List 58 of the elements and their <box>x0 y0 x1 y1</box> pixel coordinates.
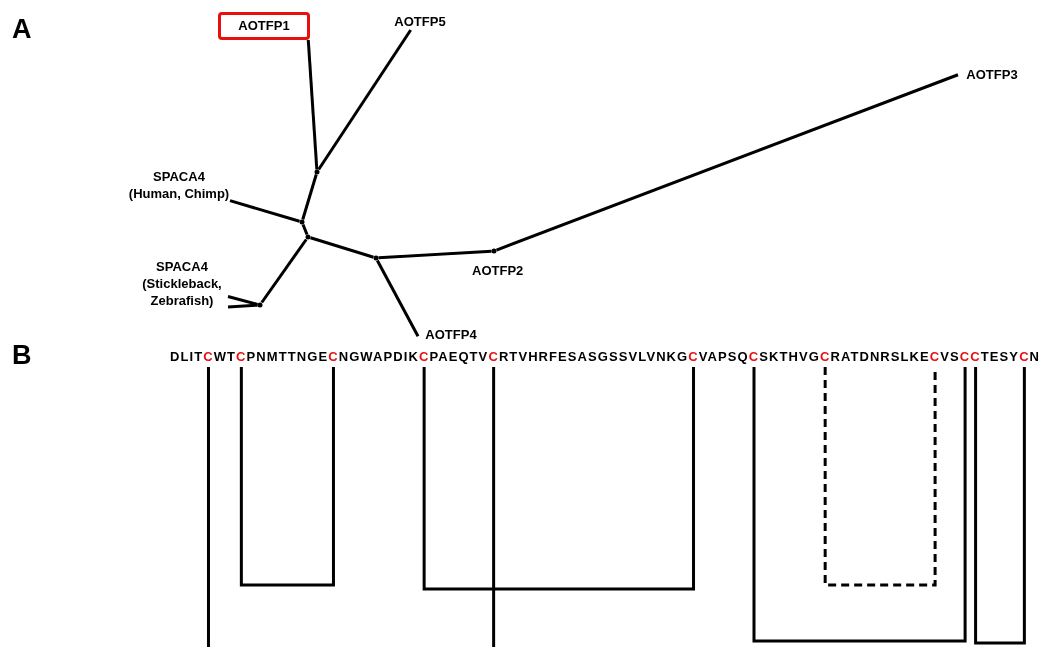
taxon-label: AOTFP5 <box>387 13 453 30</box>
tree-branch <box>376 259 420 337</box>
sequence-text: PNMTTNGE <box>246 349 329 365</box>
tree-branch <box>310 236 374 259</box>
tree-branch <box>495 73 959 252</box>
tree-branch <box>306 39 319 170</box>
branch-point <box>305 234 311 240</box>
disulfide-bond <box>239 367 335 587</box>
cysteine-residue: C <box>1019 349 1030 365</box>
cysteine-residue: C <box>929 349 941 365</box>
sequence-text: RATDNRSLKE <box>830 349 930 365</box>
branch-point <box>491 248 497 254</box>
taxon-label: AOTFP3 <box>958 66 1026 83</box>
tree-branch <box>317 29 412 171</box>
cysteine-residue: C <box>688 349 699 365</box>
sequence-text: PAEQTV <box>429 349 489 365</box>
disulfide-bond <box>823 367 937 587</box>
tree-branch <box>229 199 300 223</box>
disulfide-bond <box>752 367 967 643</box>
cysteine-residue: C <box>748 349 760 365</box>
branch-point <box>314 169 320 175</box>
cysteine-residue: C <box>959 349 971 365</box>
disulfide-bond <box>422 367 695 591</box>
branch-point <box>299 219 305 225</box>
tree-branch <box>378 249 492 260</box>
tree-branch <box>227 295 258 306</box>
cysteine-residue: C <box>819 349 831 365</box>
cysteine-residue: C <box>236 349 247 365</box>
tree-branch <box>227 303 258 309</box>
sequence-text: RTVHRFESASGSSVLVNKG <box>498 349 689 365</box>
cysteine-residue: C <box>203 349 214 365</box>
cysteine-residue: C <box>328 349 339 365</box>
tree-branch <box>260 238 308 304</box>
sequence-text: N <box>1029 349 1041 365</box>
sequence-text: DLIT <box>170 349 204 365</box>
taxon-label: SPACA4 (Human, Chimp) <box>128 168 230 202</box>
sequence-text: TESY <box>980 349 1020 365</box>
branch-point <box>257 302 263 308</box>
sequence-text: VS <box>940 349 960 365</box>
sequence-text: NGWAPDIK <box>338 349 419 365</box>
panel-letter: A <box>12 14 32 45</box>
branch-point <box>373 255 379 261</box>
sequence-text: WT <box>213 349 237 365</box>
sequence-text: SKTHVG <box>759 349 820 365</box>
taxon-label: AOTFP4 <box>418 326 484 343</box>
taxon-label: AOTFP2 <box>472 262 524 279</box>
panel-letter: B <box>12 340 32 371</box>
cysteine-residue: C <box>970 349 981 365</box>
cysteine-residue: C <box>418 349 430 365</box>
disulfide-bond <box>492 367 496 647</box>
cysteine-residue: C <box>488 349 499 365</box>
disulfide-bond <box>207 367 210 647</box>
tree-branch <box>301 174 318 220</box>
sequence-text: VAPSQ <box>698 349 749 365</box>
tree-branch <box>301 223 309 236</box>
highlighted-taxon-label: AOTFP1 <box>218 12 310 40</box>
taxon-label: SPACA4 (Stickleback, Zebrafish) <box>136 258 228 309</box>
disulfide-bond <box>974 367 1026 645</box>
